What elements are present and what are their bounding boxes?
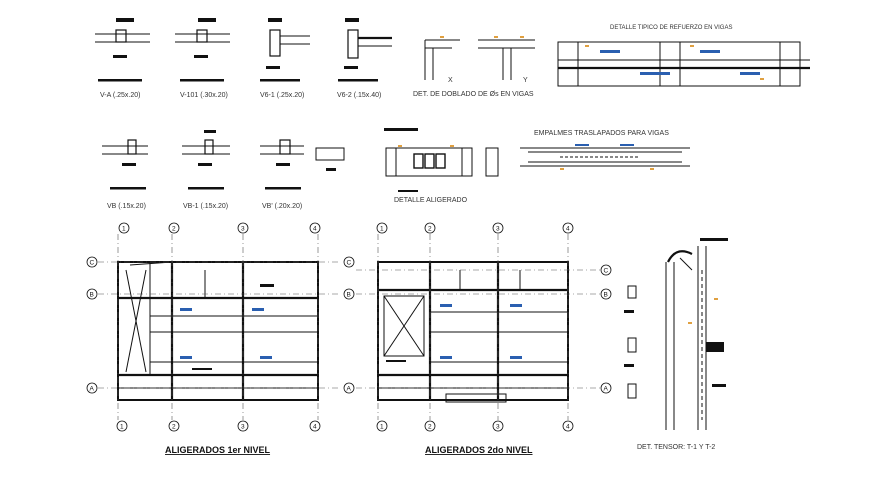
p2-axis-right-a: A (604, 386, 609, 393)
bend-x-tag: X (448, 77, 453, 84)
p2-axis-bot-4: 4 (566, 424, 570, 431)
p1-axis-right-b: B (347, 292, 351, 299)
splice-detail-label: EMPALMES TRASLAPADOS PARA VIGAS (534, 130, 669, 137)
p2-axis-top-2: 2 (428, 226, 432, 233)
tensor-detail-drawing (624, 238, 728, 430)
p1-axis-bot-1: 1 (120, 424, 124, 431)
p1-axis-top-1: 1 (122, 226, 126, 233)
aligerado-detail-drawing (384, 128, 499, 192)
p1-axis-left-a: A (90, 386, 95, 393)
beam-label-vb1: VB-1 (.15x.20) (183, 203, 228, 210)
reinforcement-detail-label: DETALLE TIPICO DE REFUERZO EN VIGAS (610, 25, 732, 31)
plan-2-title: ALIGERADOS 2do NIVEL (425, 445, 533, 455)
beam-section-vbp (260, 139, 345, 190)
beam-label-vbp: VB' (.20x.20) (262, 203, 302, 210)
p2-axis-bot-2: 2 (428, 424, 432, 431)
p2-axis-right-b: B (604, 292, 608, 299)
plan-2-axis-bubbles (376, 222, 612, 432)
beam-section-vb1 (182, 130, 230, 190)
bend-y-tag: Y (523, 77, 528, 84)
p2-axis-top-1: 1 (380, 226, 384, 233)
p1-axis-bot-4: 4 (313, 424, 317, 431)
p2-axis-top-4: 4 (566, 226, 570, 233)
beam-label-v101: V-101 (.30x.20) (180, 92, 228, 99)
splice-detail-drawing (520, 144, 690, 170)
p1-axis-bot-2: 2 (172, 424, 176, 431)
beam-section-vb (102, 139, 148, 190)
p2-axis-bot-1: 1 (380, 424, 384, 431)
beam-section-v61 (260, 18, 310, 82)
beam-label-v61: V6-1 (.25x.20) (260, 92, 304, 99)
p1-axis-right-c: C (347, 260, 352, 267)
bend-detail-drawing (424, 36, 535, 80)
beam-label-v62: V6-2 (.15x.40) (337, 92, 381, 99)
p2-axis-top-3: 3 (496, 226, 500, 233)
p1-axis-left-c: C (90, 260, 95, 267)
grid-lines (98, 234, 600, 420)
plan-2do-nivel (377, 261, 569, 403)
beam-section-v62 (338, 18, 392, 82)
beam-section-va (95, 18, 150, 82)
reinforcement-detail-drawing (557, 41, 810, 87)
bend-detail-label: DET. DE DOBLADO DE Øs EN VIGAS (413, 91, 534, 98)
p2-axis-bot-3: 3 (496, 424, 500, 431)
aligerado-detail-label: DETALLE ALIGERADO (394, 197, 468, 204)
tensor-detail-label: DET. TENSOR: T-1 Y T-2 (637, 444, 715, 451)
beam-section-v101 (175, 18, 230, 82)
p1-axis-top-3: 3 (241, 226, 245, 233)
plan-1-axis-bubbles (86, 222, 355, 432)
p1-axis-top-2: 2 (172, 226, 176, 233)
p1-axis-right-a: A (347, 386, 352, 393)
plan-1-title: ALIGERADOS 1er NIVEL (165, 445, 271, 455)
beam-label-vb: VB (.15x.20) (107, 203, 146, 210)
p1-axis-left-b: B (90, 292, 94, 299)
p2-axis-right-c: C (604, 268, 609, 275)
p1-axis-top-4: 4 (313, 226, 317, 233)
beam-label-va: V-A (.25x.20) (100, 92, 140, 99)
p1-axis-bot-3: 3 (241, 424, 245, 431)
plan-1er-nivel (117, 261, 319, 401)
